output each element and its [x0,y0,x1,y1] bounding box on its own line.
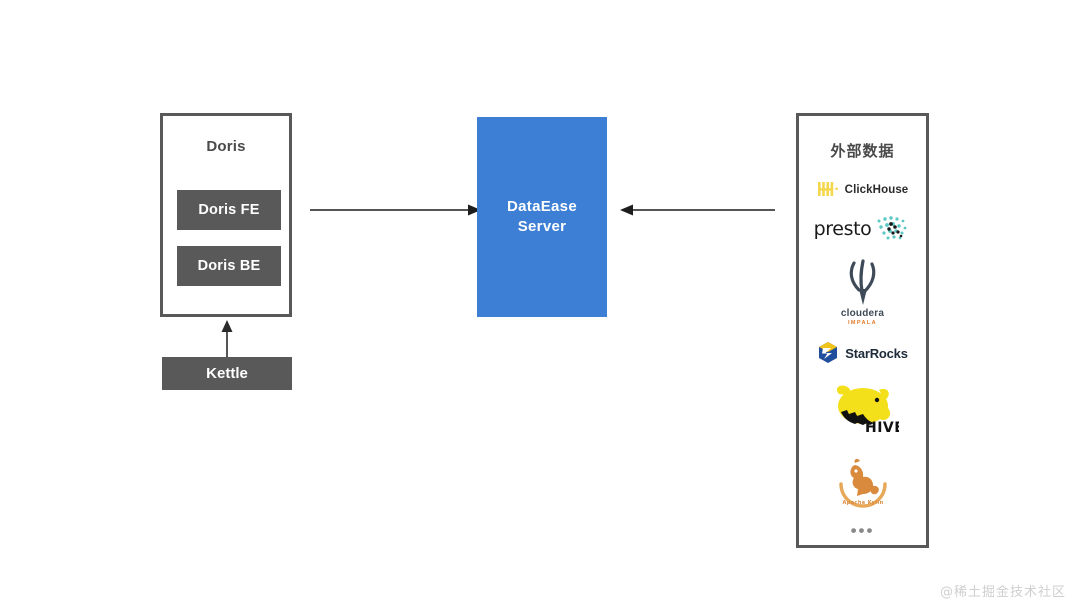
doris-fe-node: Doris FE [177,190,281,230]
source-item-starrocks: StarRocks [799,338,926,368]
source-item-hive: HIVE [799,378,926,440]
doris-title: Doris [206,138,246,155]
ellipsis-label: ••• [850,520,875,540]
presto-label: presto [813,218,872,240]
hive-icon: HIVE [836,385,899,436]
cloudera-icon [849,259,875,305]
presto-icon [877,216,907,240]
svg-text:Apache Kylin: Apache Kylin [842,500,883,506]
dataease-line1: DataEase [507,197,577,215]
source-item-kylin: Apache Kylin [799,452,926,512]
starrocks-label: StarRocks [845,345,908,361]
clickhouse-label: ClickHouse [844,184,909,196]
kettle-box: Kettle [162,357,292,390]
kettle-to-doris-arrow [221,320,233,360]
kylin-icon: Apache Kylin [838,458,887,508]
source-item-clickhouse: ClickHouse [799,176,926,204]
more-sources-ellipsis: ••• [799,520,926,540]
cloudera-label: cloudera [840,308,885,319]
clickhouse-icon [817,182,838,196]
starrocks-icon [819,342,838,363]
external-data-panel: 外部数据 ClickHouse presto [796,113,929,548]
source-item-cloudera: cloudera IMPALA [799,256,926,328]
dataease-server-box: DataEase Server [477,117,607,317]
watermark: @稀土掘金技术社区 [939,585,1066,600]
doris-cluster-panel: Doris Doris FE Doris BE [160,113,292,317]
doris-be-node: Doris BE [177,246,281,286]
doris-to-dataease-arrow [310,204,481,216]
dataease-label: DataEase Server [507,197,577,238]
cloudera-sublabel: IMPALA [847,320,878,326]
external-data-title: 外部数据 [830,143,895,160]
dataease-line2: Server [517,218,567,235]
source-item-presto: presto [799,212,926,246]
svg-text:HIVE: HIVE [865,420,899,436]
external-to-dataease-arrow [620,204,775,216]
